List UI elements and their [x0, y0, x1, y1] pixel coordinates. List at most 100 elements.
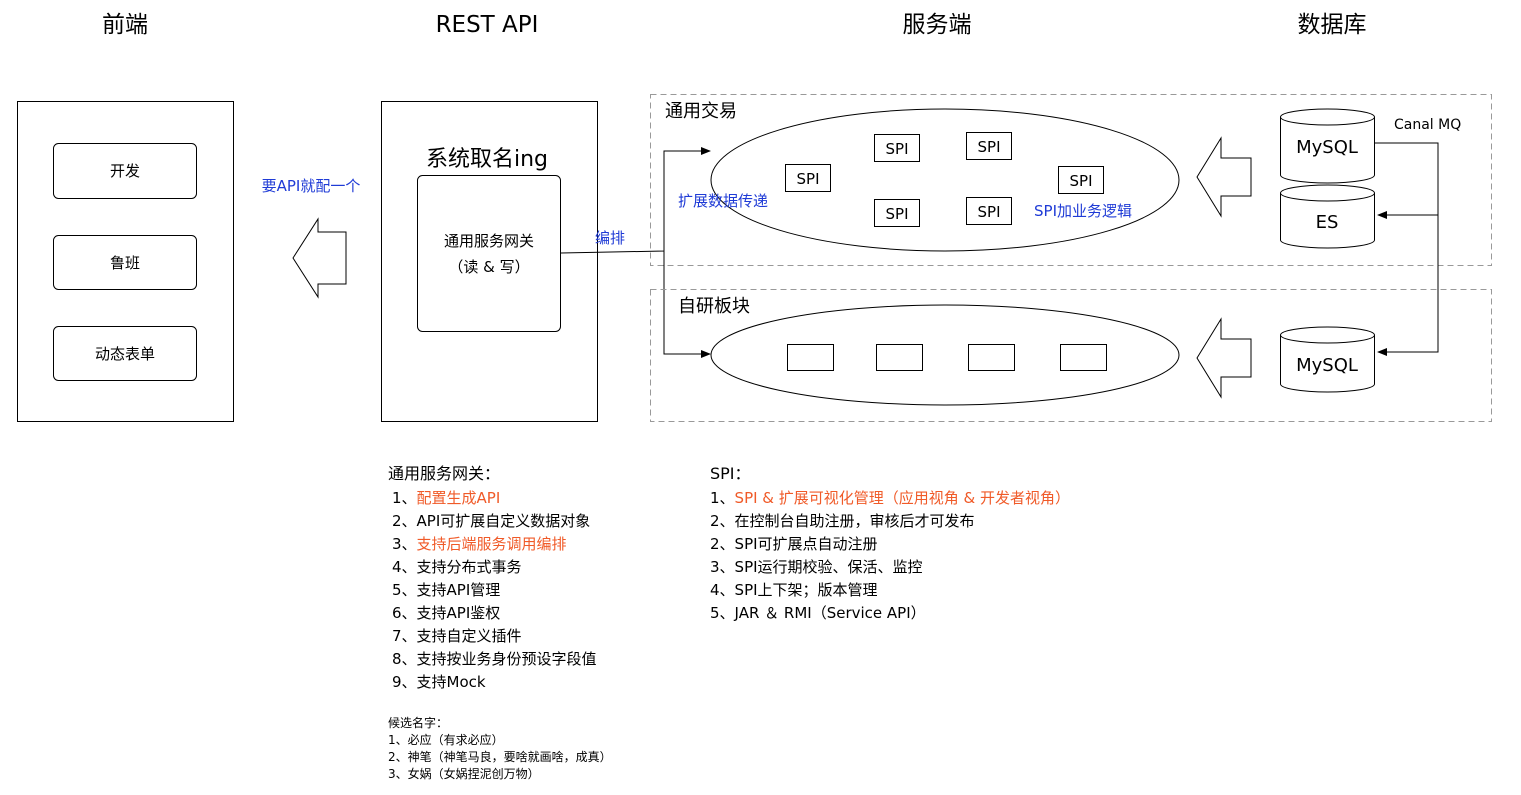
canal-mq-label: Canal MQ: [1394, 117, 1461, 133]
gateway-note-num: 8、: [392, 650, 417, 668]
frontend-item-dynamic-form: 动态表单: [95, 345, 155, 363]
spi-note-num: 5、: [710, 604, 735, 622]
spi-notes-list: 1、SPI & 扩展可视化管理（应用视角 & 开发者视角） 2、在控制台自助注册…: [710, 487, 1070, 625]
header-server: 服务端: [903, 12, 972, 38]
gateway-note-num: 2、: [392, 512, 417, 530]
spi-note-item: 2、SPI可扩展点自动注册: [710, 533, 1070, 556]
gateway-note-item: 7、支持自定义插件: [392, 625, 597, 648]
gateway-note-num: 7、: [392, 627, 417, 645]
spi-note-text: JAR ＆ RMI（Service API）: [734, 604, 926, 622]
spi-note-text: SPI可扩展点自动注册: [734, 535, 878, 553]
hollow-arrow-left-icon: [292, 217, 347, 299]
spi-box-2: [874, 134, 920, 162]
spi-box-6: [966, 197, 1012, 225]
frontend-item-dev-box: [53, 143, 197, 199]
general-trade-ellipse: [710, 108, 1180, 252]
gateway-note-text: 支持分布式事务: [416, 558, 522, 576]
gateway-note-item: 9、支持Mock: [392, 671, 597, 694]
general-trade-title: 通用交易: [665, 101, 737, 122]
spi-box-1: [785, 164, 831, 192]
frontend-item-luban-box: [53, 235, 197, 290]
spi-label-4: SPI: [1070, 172, 1093, 190]
gateway-note-item: 5、支持API管理: [392, 579, 597, 602]
gateway-note-num: 4、: [392, 558, 417, 576]
module-box-2: [876, 344, 923, 371]
gateway-note-num: 1、: [392, 489, 417, 507]
gateway-note-num: 3、: [392, 535, 417, 553]
frontend-item-luban: 鲁班: [110, 254, 140, 272]
gateway-note-item: 1、配置生成API: [392, 487, 597, 510]
spi-box-4: [1058, 166, 1104, 194]
gateway-line2: （读 & 写）: [448, 258, 529, 276]
self-developed-ellipse: [710, 304, 1180, 406]
gateway-note-text: 支持Mock: [416, 673, 486, 691]
es-label: ES: [1316, 212, 1339, 233]
gateway-note-num: 6、: [392, 604, 417, 622]
system-name: 系统取名ing: [426, 147, 548, 172]
header-frontend: 前端: [102, 12, 148, 38]
spi-note-item: 3、SPI运行期校验、保活、监控: [710, 556, 1070, 579]
gateway-note-text: 支持按业务身份预设字段值: [416, 650, 597, 668]
hollow-arrow-left-icon: [1196, 317, 1252, 399]
orchestrate-connector-self: [663, 251, 711, 358]
orchestrate-connector: [560, 147, 711, 254]
spi-note-item: 4、SPI上下架；版本管理: [710, 579, 1070, 602]
spi-note-text: SPI & 扩展可视化管理（应用视角 & 开发者视角）: [734, 489, 1071, 507]
spi-note-text: SPI运行期校验、保活、监控: [734, 558, 923, 576]
frontend-item-dev: 开发: [110, 162, 140, 180]
gateway-note-num: 5、: [392, 581, 417, 599]
es-cylinder: [1280, 184, 1375, 249]
spi-note-item: 1、SPI & 扩展可视化管理（应用视角 & 开发者视角）: [710, 487, 1070, 510]
gateway-note-num: 9、: [392, 673, 417, 691]
spi-note-num: 2、: [710, 512, 735, 530]
spi-box-3: [966, 132, 1012, 160]
hollow-arrow-left-icon: [1196, 136, 1252, 218]
spi-note-num: 4、: [710, 581, 735, 599]
canal-connector: [1375, 142, 1439, 356]
spi-box-5: [874, 199, 920, 227]
candidate-names-title: 候选名字：: [388, 716, 449, 730]
gateway-note-item: 6、支持API鉴权: [392, 602, 597, 625]
header-database: 数据库: [1298, 12, 1367, 38]
spi-label-5: SPI: [886, 205, 909, 223]
gateway-note-item: 8、支持按业务身份预设字段值: [392, 648, 597, 671]
mysql-label-top: MySQL: [1296, 137, 1358, 158]
header-rest-api: REST API: [436, 12, 539, 38]
self-developed-title: 自研板块: [678, 296, 750, 317]
candidate-name-item: 3、女娲（女娲捏泥创万物）: [388, 767, 540, 781]
spi-label-6: SPI: [978, 203, 1001, 221]
extend-data-label: 扩展数据传递: [678, 192, 768, 210]
spi-note-item: 2、在控制台自助注册，审核后才可发布: [710, 510, 1070, 533]
frontend-item-dynamic-form-box: [53, 326, 197, 381]
api-config-label: 要API就配一个: [262, 177, 361, 195]
spi-label-2: SPI: [886, 140, 909, 158]
gateway-note-text: 支持自定义插件: [416, 627, 522, 645]
spi-note-text: 在控制台自助注册，审核后才可发布: [734, 512, 975, 530]
general-trade-panel: [650, 94, 1492, 266]
gateway-box: [417, 175, 561, 332]
self-developed-panel: [650, 289, 1492, 422]
orchestrate-label: 编排: [595, 229, 625, 247]
candidate-name-item: 1、必应（有求必应）: [388, 733, 504, 747]
spi-label-3: SPI: [978, 138, 1001, 156]
gateway-note-text: 支持后端服务调用编排: [416, 535, 567, 553]
gateway-note-text: 支持API鉴权: [416, 604, 501, 622]
module-box-3: [968, 344, 1015, 371]
gateway-note-text: 支持API管理: [416, 581, 501, 599]
spi-notes-title: SPI：: [710, 464, 751, 483]
mysql-label-bottom: MySQL: [1296, 355, 1358, 376]
gateway-notes-list: 1、配置生成API 2、API可扩展自定义数据对象 3、支持后端服务调用编排 4…: [392, 487, 597, 694]
candidate-names-list: 1、必应（有求必应） 2、神笔（神笔马良，要啥就画啥，成真） 3、女娲（女娲捏泥…: [388, 732, 612, 783]
gateway-note-item: 3、支持后端服务调用编排: [392, 533, 597, 556]
spi-note-item: 5、JAR ＆ RMI（Service API）: [710, 602, 1070, 625]
spi-note-num: 3、: [710, 558, 735, 576]
spi-label-1: SPI: [797, 170, 820, 188]
gateway-note-item: 4、支持分布式事务: [392, 556, 597, 579]
gateway-line1: 通用服务网关: [444, 232, 534, 250]
candidate-name-item: 2、神笔（神笔马良，要啥就画啥，成真）: [388, 750, 612, 764]
module-box-4: [1060, 344, 1107, 371]
gateway-note-item: 2、API可扩展自定义数据对象: [392, 510, 597, 533]
gateway-note-text: 配置生成API: [416, 489, 501, 507]
gateway-note-text: API可扩展自定义数据对象: [416, 512, 591, 530]
